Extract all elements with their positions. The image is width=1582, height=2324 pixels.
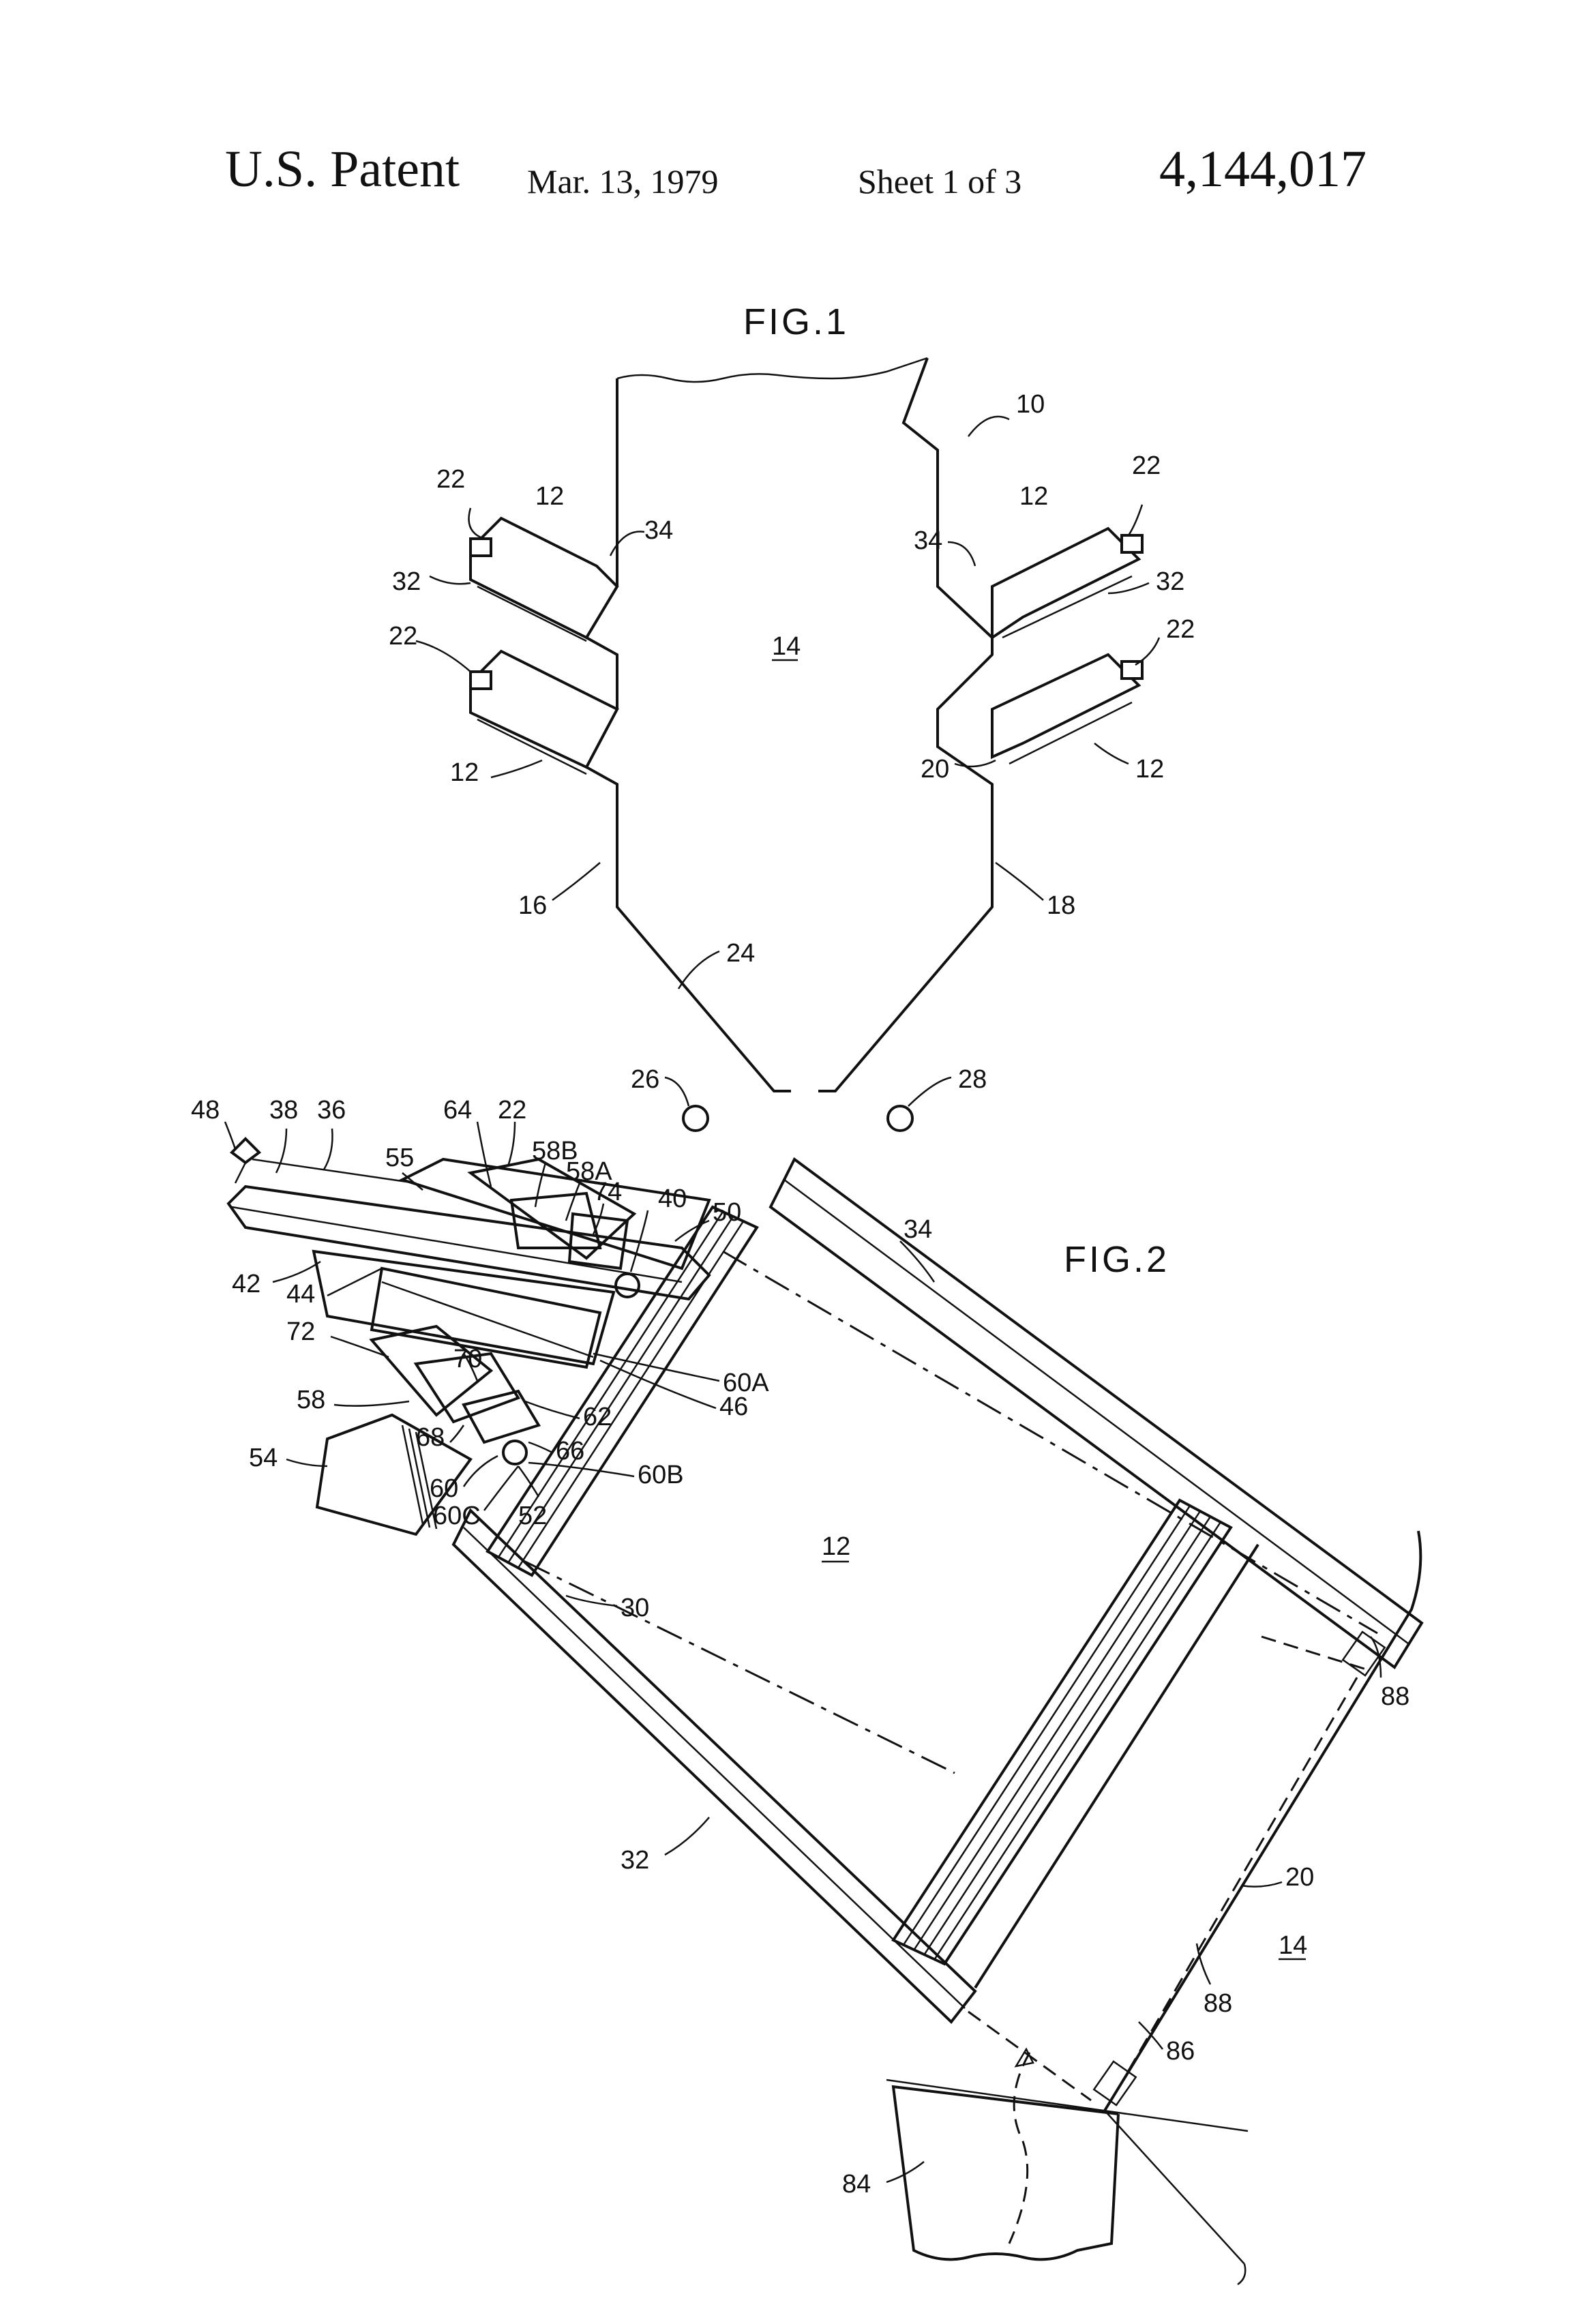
label-60: 60 — [430, 1474, 458, 1503]
label-64: 64 — [443, 1096, 472, 1124]
label-12: 12 — [822, 1532, 850, 1561]
label-32: 32 — [1156, 567, 1184, 596]
tube-left — [683, 1106, 708, 1131]
label-18: 18 — [1047, 891, 1075, 920]
label-22: 22 — [436, 465, 465, 494]
fig1-drawing: FIG.1 — [389, 301, 1195, 1131]
pipe-40 — [616, 1274, 639, 1297]
label-22: 22 — [498, 1096, 526, 1124]
label-40: 40 — [658, 1185, 687, 1213]
label-16: 16 — [518, 891, 547, 920]
label-20: 20 — [921, 755, 949, 784]
furnace-top-break — [617, 358, 927, 382]
label-22: 22 — [389, 622, 417, 651]
fig2-drawing: FIG.2 — [191, 660, 1422, 2284]
label-34: 34 — [904, 1215, 932, 1244]
label-28: 28 — [958, 1065, 987, 1094]
label-26: 26 — [631, 1065, 659, 1094]
burner-upper-right — [992, 528, 1142, 638]
label-88: 88 — [1204, 1989, 1232, 2018]
label-52: 52 — [518, 1502, 547, 1530]
fig1-title: FIG.1 — [743, 301, 849, 342]
label-36: 36 — [317, 1096, 346, 1124]
label-44: 44 — [286, 1280, 315, 1309]
label-88: 88 — [1381, 1682, 1409, 1711]
label-20: 20 — [1285, 1863, 1314, 1892]
label-58: 58 — [297, 1386, 325, 1414]
fig1-labels: 10 12 12 12 12 14 16 18 20 22 22 22 22 2… — [389, 390, 1195, 1094]
label-68: 68 — [416, 1423, 445, 1452]
label-54: 54 — [249, 1444, 278, 1472]
pipe-52 — [503, 1441, 526, 1464]
label-74: 74 — [593, 1178, 622, 1206]
burner-lower-left — [471, 651, 617, 774]
label-12: 12 — [1019, 482, 1048, 511]
furnace-outline-right — [818, 358, 992, 1091]
label-66: 66 — [556, 1437, 584, 1465]
label-14: 14 — [772, 632, 801, 661]
label-34: 34 — [644, 516, 673, 545]
label-84: 84 — [842, 2170, 871, 2199]
label-22: 22 — [1132, 451, 1161, 480]
burner-upper-left — [471, 518, 617, 641]
label-62: 62 — [583, 1403, 612, 1431]
label-72: 72 — [286, 1317, 315, 1346]
label-70: 70 — [453, 1345, 482, 1373]
fig2-labels: 48 38 36 22 64 55 58B 58A 40 50 74 42 44… — [191, 1096, 1409, 2199]
label-50: 50 — [713, 1198, 741, 1227]
furnace-outline-left — [586, 378, 791, 1091]
label-60B: 60B — [638, 1461, 684, 1489]
label-42: 42 — [232, 1270, 260, 1298]
label-14: 14 — [1279, 1931, 1307, 1960]
label-12: 12 — [535, 482, 564, 511]
label-12: 12 — [1135, 755, 1164, 784]
label-12: 12 — [450, 758, 479, 787]
label-55: 55 — [385, 1144, 414, 1172]
label-60C: 60C — [433, 1502, 481, 1530]
label-10: 10 — [1016, 390, 1045, 419]
label-48: 48 — [191, 1096, 220, 1124]
tube-right — [888, 1106, 912, 1131]
label-24: 24 — [726, 939, 755, 968]
label-86: 86 — [1166, 2037, 1195, 2066]
burner-lower-right — [992, 655, 1142, 764]
fig2-title: FIG.2 — [1064, 1239, 1169, 1280]
label-34: 34 — [914, 526, 942, 555]
burner-body — [453, 1159, 1422, 2100]
label-32: 32 — [392, 567, 421, 596]
label-32: 32 — [621, 1846, 649, 1875]
label-22: 22 — [1166, 615, 1195, 644]
label-30: 30 — [621, 1594, 649, 1622]
label-38: 38 — [269, 1096, 298, 1124]
label-46: 46 — [719, 1392, 748, 1421]
